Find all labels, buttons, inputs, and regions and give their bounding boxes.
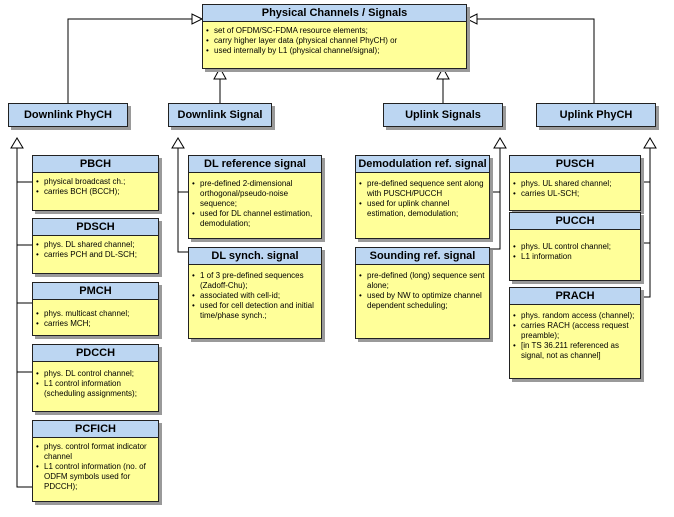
arrowhead-root-right (465, 13, 478, 25)
list-item: carries UL-SCH; (513, 189, 637, 199)
node-sounding-ref-signal: Sounding ref. signal pre-defined (long) … (355, 247, 490, 339)
node-title: PRACH (510, 288, 640, 305)
node-prach: PRACH phys. random access (channel); car… (509, 287, 641, 379)
arrowhead-uplink-phych (643, 137, 657, 149)
list-item: pre-defined (long) sequence sent alone; (359, 271, 486, 291)
node-title: PBCH (33, 156, 158, 173)
node-pmch: PMCH phys. multicast channel; carries MC… (32, 282, 159, 336)
list-item: associated with cell-id; (192, 291, 318, 301)
root-node: Physical Channels / Signals set of OFDM/… (202, 4, 467, 69)
list-item: pre-defined sequence sent along with PUS… (359, 179, 486, 199)
list-item: L1 control information (scheduling assig… (36, 379, 155, 399)
list-item: used for DL channel estimation, demodula… (192, 209, 318, 229)
list-item: phys. UL control channel; (513, 242, 637, 252)
list-item: carries PCH and DL-SCH; (36, 250, 155, 260)
list-item: L1 control information (no. of ODFM symb… (36, 462, 155, 492)
list-item: carries RACH (access request preamble); (513, 321, 637, 341)
node-title: Sounding ref. signal (356, 248, 489, 265)
category-uplink-phych: Uplink PhyCH (536, 103, 656, 127)
list-item: L1 information (513, 252, 637, 262)
arrowhead-uplink-signals (493, 137, 507, 149)
node-title: PCFICH (33, 421, 158, 438)
list-item: phys. DL control channel; (36, 369, 155, 379)
node-pcfich: PCFICH phys. control format indicator ch… (32, 420, 159, 502)
root-title: Physical Channels / Signals (203, 5, 466, 22)
node-dl-reference-signal: DL reference signal pre-defined 2-dimens… (188, 155, 322, 239)
category-downlink-phych: Downlink PhyCH (8, 103, 128, 127)
list-item: used internally by L1 (physical channel/… (206, 46, 463, 56)
list-item: used by NW to optimize channel dependent… (359, 291, 486, 311)
node-pucch: PUCCH phys. UL control channel; L1 infor… (509, 212, 641, 281)
node-pusch: PUSCH phys. UL shared channel; carries U… (509, 155, 641, 211)
node-demodulation-ref-signal: Demodulation ref. signal pre-defined seq… (355, 155, 490, 239)
list-item: phys. multicast channel; (36, 309, 155, 319)
node-pbch: PBCH physical broadcast ch.; carries BCH… (32, 155, 159, 211)
list-item: carries BCH (BCCH); (36, 187, 155, 197)
arrowhead-root-bottom-right (436, 66, 450, 80)
list-item: used for uplink channel estimation, demo… (359, 199, 486, 219)
arrowhead-downlink-signal (171, 137, 185, 149)
node-title: PDCCH (33, 345, 158, 362)
node-title: Demodulation ref. signal (356, 156, 489, 173)
list-item: carries MCH; (36, 319, 155, 329)
node-dl-synch-signal: DL synch. signal 1 of 3 pre-defined sequ… (188, 247, 322, 339)
arrowhead-root-left (191, 13, 204, 25)
list-item: carry higher layer data (physical channe… (206, 36, 463, 46)
node-title: PMCH (33, 283, 158, 300)
list-item: pre-defined 2-dimensional orthogonal/pse… (192, 179, 318, 209)
list-item: 1 of 3 pre-defined sequences (Zadoff-Chu… (192, 271, 318, 291)
root-list: set of OFDM/SC-FDMA resource elements; c… (203, 22, 466, 59)
list-item: set of OFDM/SC-FDMA resource elements; (206, 26, 463, 36)
category-downlink-signal: Downlink Signal (168, 103, 272, 127)
list-item: [in TS 36.211 referenced as signal, not … (513, 341, 637, 361)
list-item: phys. random access (channel); (513, 311, 637, 321)
node-pdcch: PDCCH phys. DL control channel; L1 contr… (32, 344, 159, 412)
node-title: DL synch. signal (189, 248, 321, 265)
node-title: DL reference signal (189, 156, 321, 173)
node-title: PUSCH (510, 156, 640, 173)
category-uplink-signals: Uplink Signals (383, 103, 503, 127)
arrowhead-root-bottom-left (213, 66, 227, 80)
node-title: PDSCH (33, 219, 158, 236)
list-item: phys. UL shared channel; (513, 179, 637, 189)
list-item: phys. control format indicator channel (36, 442, 155, 462)
node-title: PUCCH (510, 213, 640, 230)
list-item: used for cell detection and initial time… (192, 301, 318, 321)
node-pdsch: PDSCH phys. DL shared channel; carries P… (32, 218, 159, 274)
arrowhead-downlink-phych (10, 137, 24, 149)
list-item: phys. DL shared channel; (36, 240, 155, 250)
list-item: physical broadcast ch.; (36, 177, 155, 187)
